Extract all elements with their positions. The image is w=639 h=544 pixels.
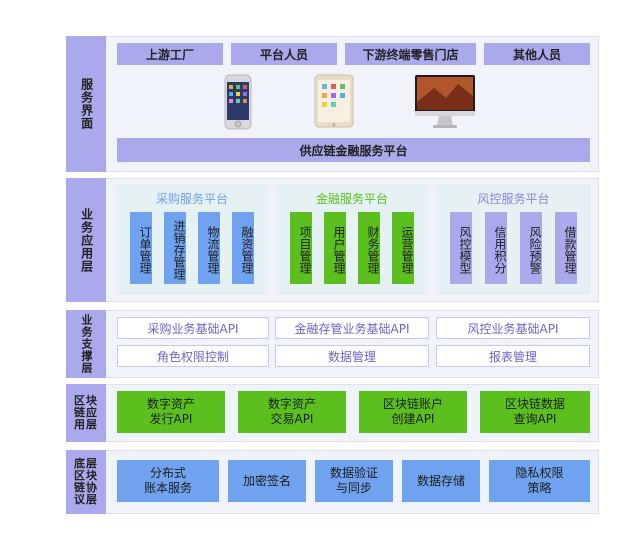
bc-asset-issue-api: 数字资产 发行API bbox=[117, 391, 225, 433]
party-upstream-factory: 上游工厂 bbox=[117, 43, 223, 65]
proto-crypto-signature: 加密签名 bbox=[228, 460, 306, 502]
app-item-financing-mgmt: 融资管理 bbox=[232, 212, 254, 284]
party-downstream-retail: 下游终端零售门店 bbox=[345, 43, 476, 65]
support-layer-label: 业务支撑层 bbox=[66, 310, 106, 378]
app-item-user-mgmt: 用户管理 bbox=[324, 212, 346, 284]
party-others: 其他人员 bbox=[484, 43, 590, 65]
app-item-credit-score: 信用积分 bbox=[485, 212, 507, 284]
app-item-inventory-mgmt: 进销存管理 bbox=[164, 212, 186, 284]
party-platform-staff: 平台人员 bbox=[231, 43, 337, 65]
protocol-layer-text: 底层区块链协议层 bbox=[74, 457, 98, 506]
proto-distributed-ledger: 分布式 账本服务 bbox=[117, 460, 219, 502]
app-item-risk-model: 风控模型 bbox=[450, 212, 472, 284]
risk-platform-title: 风控服务平台 bbox=[477, 192, 550, 206]
app-item-finance-mgmt: 财务管理 bbox=[358, 212, 380, 284]
finance-platform-title: 金融服务平台 bbox=[315, 192, 388, 206]
tablet-icon bbox=[314, 74, 354, 128]
blockchain-app-layer-label: 区块链应用层 bbox=[66, 384, 106, 442]
bc-account-create-api: 区块链账户 创建API bbox=[359, 391, 467, 433]
application-layer-label: 业务应用层 bbox=[66, 178, 106, 302]
app-item-logistics-mgmt: 物流管理 bbox=[198, 212, 220, 284]
support-finance-custody-api: 金融存管业务基础API bbox=[275, 317, 429, 339]
proto-data-storage: 数据存储 bbox=[402, 460, 480, 502]
bc-data-query-api: 区块链数据 查询API bbox=[480, 391, 590, 433]
support-report-mgmt: 报表管理 bbox=[436, 345, 590, 367]
proto-privacy-policy: 隐私权限 策略 bbox=[489, 460, 590, 502]
supply-chain-finance-platform: 供应链金融服务平台 bbox=[117, 138, 590, 162]
desktop-icon bbox=[414, 74, 476, 130]
app-item-risk-alert: 风险预警 bbox=[520, 212, 542, 284]
protocol-layer-label: 底层区块链协议层 bbox=[66, 450, 106, 514]
app-item-project-mgmt: 项目管理 bbox=[290, 212, 312, 284]
app-item-loan-mgmt: 借款管理 bbox=[555, 212, 577, 284]
app-item-order-mgmt: 订单管理 bbox=[130, 212, 152, 284]
support-procurement-api: 采购业务基础API bbox=[117, 317, 269, 339]
support-data-mgmt: 数据管理 bbox=[275, 345, 429, 367]
phone-icon bbox=[224, 74, 252, 130]
blockchain-app-layer-text: 区块链应用层 bbox=[74, 394, 98, 431]
support-role-permission: 角色权限控制 bbox=[117, 345, 269, 367]
proto-data-verify-sync: 数据验证 与同步 bbox=[315, 460, 393, 502]
app-item-operations-mgmt: 运营管理 bbox=[392, 212, 414, 284]
support-risk-api: 风控业务基础API bbox=[436, 317, 590, 339]
bc-asset-trade-api: 数字资产 交易API bbox=[238, 391, 346, 433]
service-layer-label: 服务界面 bbox=[66, 36, 106, 172]
procurement-platform-title: 采购服务平台 bbox=[155, 192, 228, 206]
